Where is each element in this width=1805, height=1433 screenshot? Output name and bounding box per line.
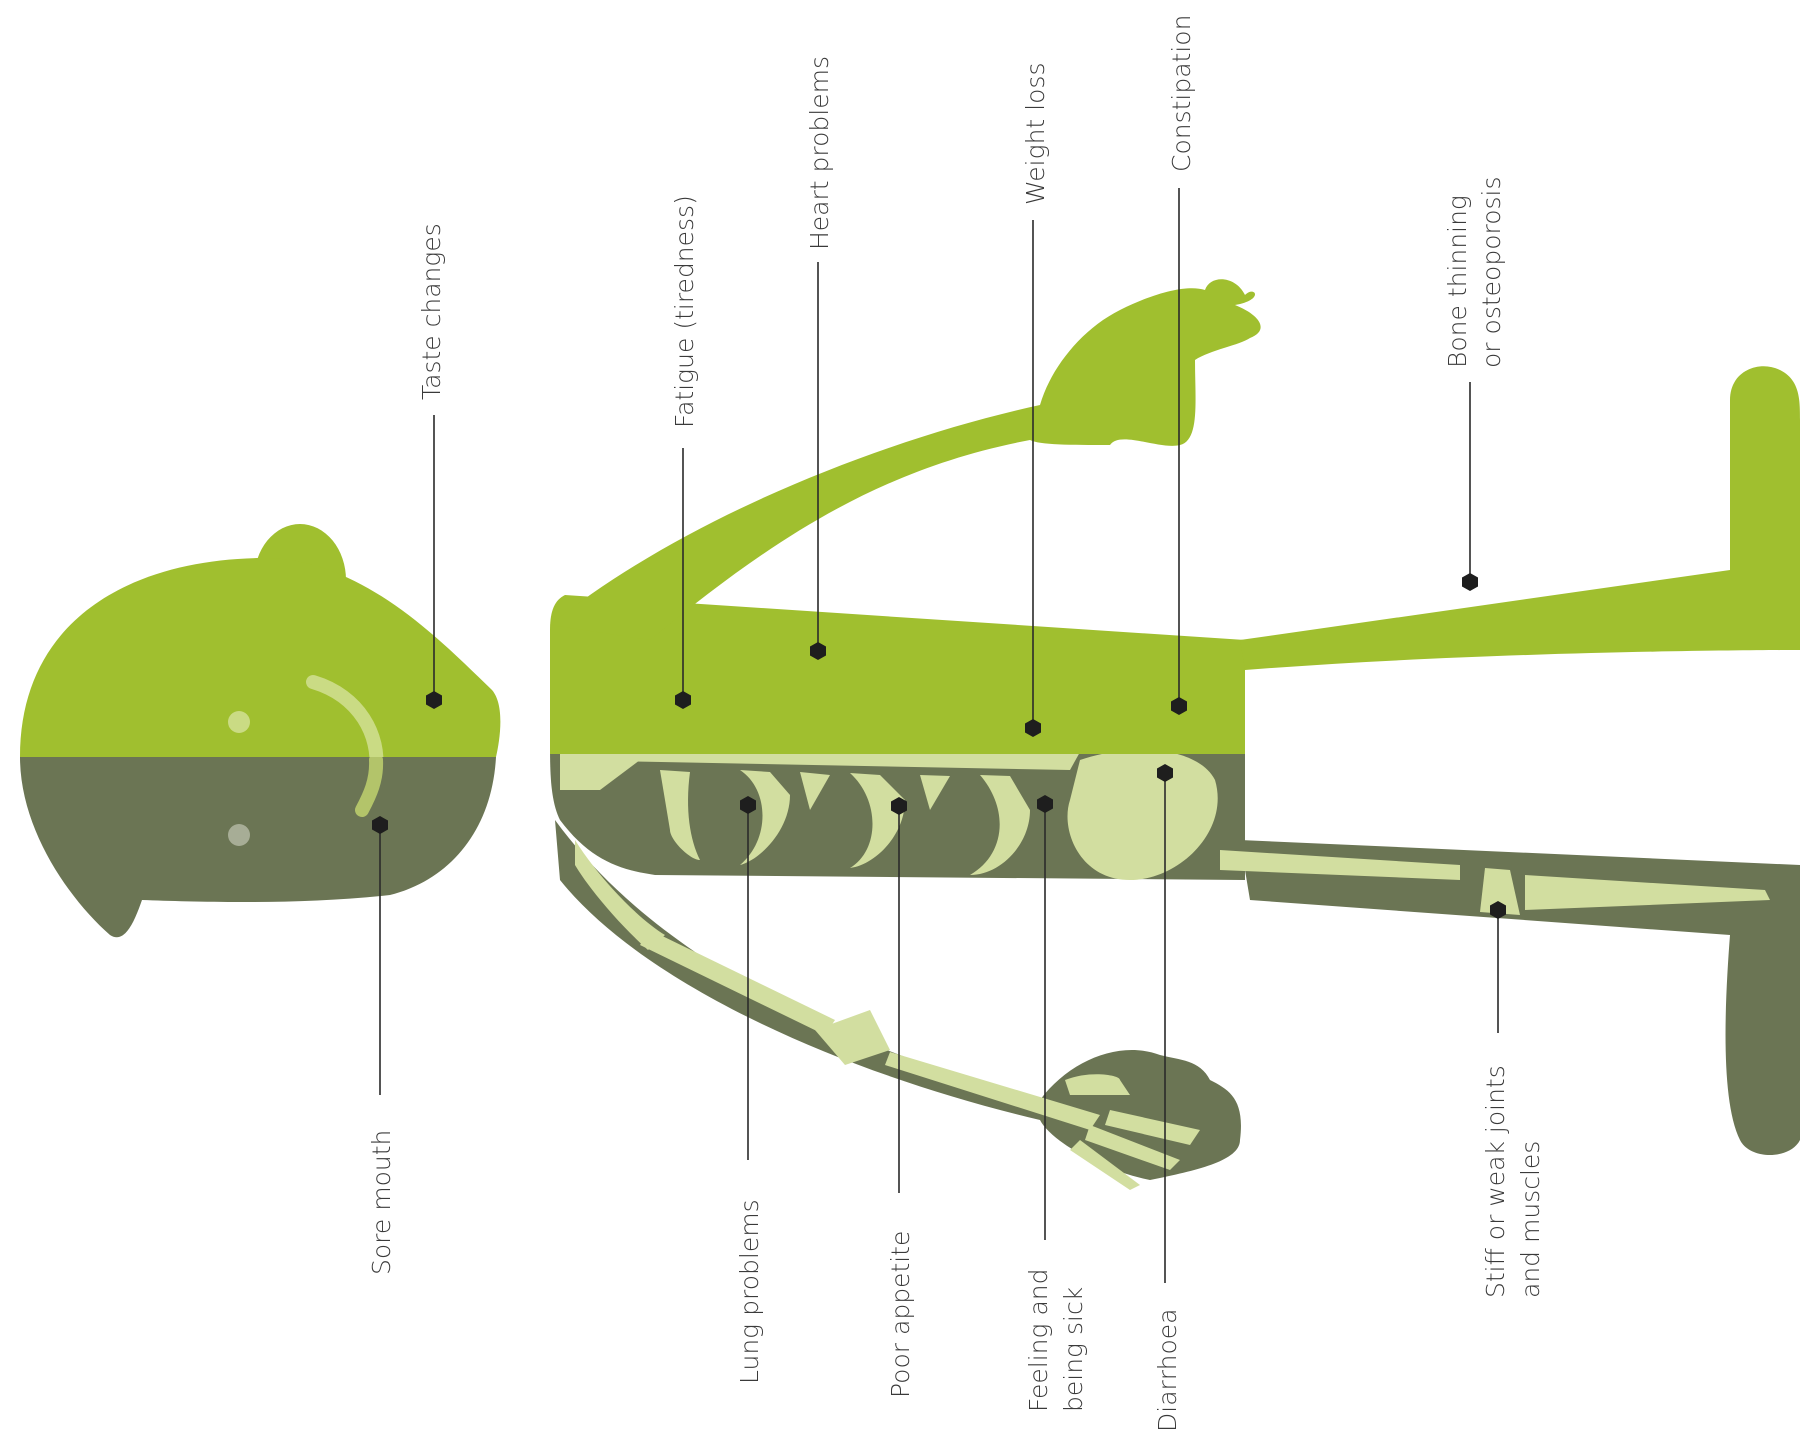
callout-poor-appetite: Poor appetite (886, 797, 915, 1398)
label-bone-thinning-line1: Bone thinning (1443, 195, 1472, 368)
callout-lung-problems: Lung problems (735, 796, 764, 1384)
callout-heart-problems: Heart problems (805, 56, 834, 660)
label-feeling-sick-line1: Feeling and (1024, 1269, 1053, 1413)
label-stiff-joints-line1: Stiff or weak joints (1481, 1065, 1510, 1298)
eye-upper (228, 711, 250, 733)
label-bone-thinning-line2: or osteoporosis (1477, 176, 1506, 368)
label-feeling-sick-line2: being sick (1059, 1287, 1088, 1412)
leg-upper (1240, 366, 1800, 670)
label-fatigue: Fatigue (tiredness) (670, 195, 699, 428)
arm-bone-2 (640, 930, 835, 1035)
label-taste-changes: Taste changes (417, 223, 446, 400)
head-bottom-half (20, 757, 496, 937)
arm-upper (550, 279, 1261, 640)
label-stiff-joints-line2: and muscles (1516, 1141, 1545, 1298)
eye-lower (228, 824, 250, 846)
callout-bone-thinning: Bone thinning or osteoporosis (1443, 176, 1506, 591)
head-top-half (20, 558, 500, 757)
label-diarrhoea: Diarrhoea (1153, 1309, 1182, 1432)
label-heart-problems: Heart problems (805, 56, 834, 250)
callout-stiff-joints: Stiff or weak joints and muscles (1481, 901, 1545, 1298)
label-weight-loss: Weight loss (1021, 63, 1050, 205)
head-figure (20, 524, 500, 937)
body-figure (550, 279, 1800, 1190)
label-poor-appetite: Poor appetite (886, 1231, 915, 1398)
label-sore-mouth: Sore mouth (367, 1130, 396, 1275)
label-lung-problems: Lung problems (735, 1199, 764, 1384)
label-constipation: Constipation (1167, 15, 1196, 172)
marker (1462, 573, 1478, 591)
